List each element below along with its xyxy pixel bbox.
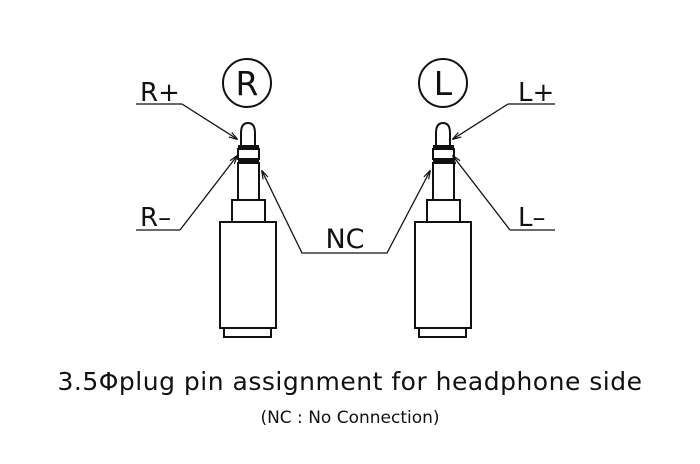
diagram-title: 3.5Φplug pin assignment for headphone si… xyxy=(57,367,643,396)
leader-r-minus xyxy=(179,156,237,231)
ring-r-mid xyxy=(237,148,260,160)
badge-l-label: L xyxy=(434,64,453,103)
leader-l-minus xyxy=(453,156,511,231)
collar-r xyxy=(231,199,266,223)
label-r-minus: R– xyxy=(140,203,171,233)
insulator-r xyxy=(238,159,259,163)
ring-r-top xyxy=(238,145,259,149)
leader-l-plus xyxy=(453,103,509,139)
nc-callout: NC xyxy=(262,171,430,255)
nc-label: NC xyxy=(325,224,364,255)
badge-r-label: R xyxy=(236,64,259,103)
leader-r-plus xyxy=(181,103,237,139)
plug-right: R R+ R– xyxy=(136,58,277,338)
sleeve-r xyxy=(237,162,260,201)
sleeve-l xyxy=(432,162,455,201)
label-l-minus: L– xyxy=(518,203,546,233)
label-l-plus: L+ xyxy=(518,78,554,108)
collar-l xyxy=(426,199,461,223)
badge-circle-r xyxy=(222,58,272,108)
housing-base-r xyxy=(223,327,272,338)
diagram-subtitle: (NC : No Connection) xyxy=(260,408,440,428)
insulator-l xyxy=(433,159,454,163)
housing-r xyxy=(219,221,277,329)
housing-l xyxy=(414,221,472,329)
plug-left: L L+ L– xyxy=(414,58,555,338)
label-r-plus: R+ xyxy=(140,78,180,108)
tip-right xyxy=(240,121,256,145)
housing-base-l xyxy=(418,327,467,338)
nc-leader xyxy=(262,171,430,254)
ring-l-mid xyxy=(432,148,455,160)
badge-circle-l xyxy=(418,58,468,108)
ring-l-top xyxy=(433,145,454,149)
tip-left xyxy=(435,121,451,145)
